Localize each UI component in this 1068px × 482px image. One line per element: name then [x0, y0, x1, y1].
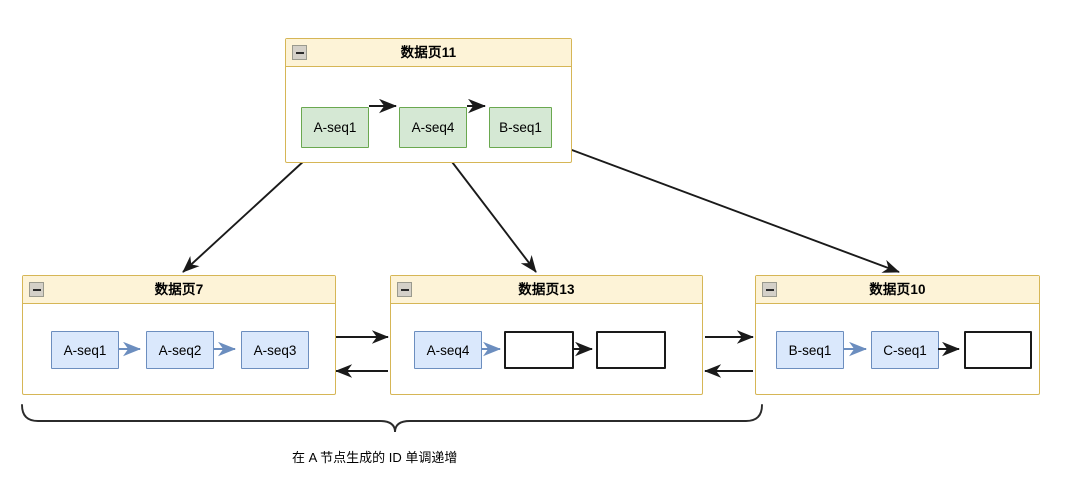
node-empty-p10[interactable]	[964, 331, 1032, 369]
node-a-seq2-p7[interactable]: A-seq2	[146, 331, 214, 369]
page-title-7: 数据页7	[154, 281, 204, 297]
brace-caption: 在 A 节点生成的 ID 单调递增	[292, 450, 458, 465]
page-container-13[interactable]: 数据页13 A-seq4	[390, 275, 703, 395]
range-brace	[21, 404, 763, 433]
page-container-10[interactable]: 数据页10 B-seq1 C-seq1	[755, 275, 1040, 395]
page-header-7: 数据页7	[23, 276, 335, 304]
page-body-10: B-seq1 C-seq1	[756, 304, 1039, 394]
page-body-11: A-seq1 A-seq4 B-seq1	[286, 67, 571, 162]
page-header-13: 数据页13	[391, 276, 702, 304]
minus-square-icon[interactable]	[397, 282, 412, 297]
node-b-seq1-p10[interactable]: B-seq1	[776, 331, 844, 369]
node-empty-1-p13[interactable]	[504, 331, 574, 369]
minus-square-icon[interactable]	[29, 282, 44, 297]
page-container-11[interactable]: 数据页11 A-seq1 A-seq4 B-seq1	[285, 38, 572, 163]
node-a-seq4-p13[interactable]: A-seq4	[414, 331, 482, 369]
minus-square-icon[interactable]	[292, 45, 307, 60]
page-title-10: 数据页10	[869, 281, 926, 297]
arrow-page11-to-page10	[536, 136, 900, 273]
node-a-seq1-p7[interactable]: A-seq1	[51, 331, 119, 369]
page-body-7: A-seq1 A-seq2 A-seq3	[23, 304, 335, 394]
node-a-seq4[interactable]: A-seq4	[399, 107, 467, 148]
node-c-seq1-p10[interactable]: C-seq1	[871, 331, 939, 369]
minus-square-icon[interactable]	[762, 282, 777, 297]
page-title-11: 数据页11	[400, 44, 457, 60]
page-header-10: 数据页10	[756, 276, 1039, 304]
page-title-13: 数据页13	[518, 281, 575, 297]
page-header-11: 数据页11	[286, 39, 571, 67]
page-body-13: A-seq4	[391, 304, 702, 394]
page-container-7[interactable]: 数据页7 A-seq1 A-seq2 A-seq3	[22, 275, 336, 395]
node-empty-2-p13[interactable]	[596, 331, 666, 369]
node-a-seq3-p7[interactable]: A-seq3	[241, 331, 309, 369]
node-a-seq1[interactable]: A-seq1	[301, 107, 369, 148]
node-b-seq1[interactable]: B-seq1	[489, 107, 552, 148]
